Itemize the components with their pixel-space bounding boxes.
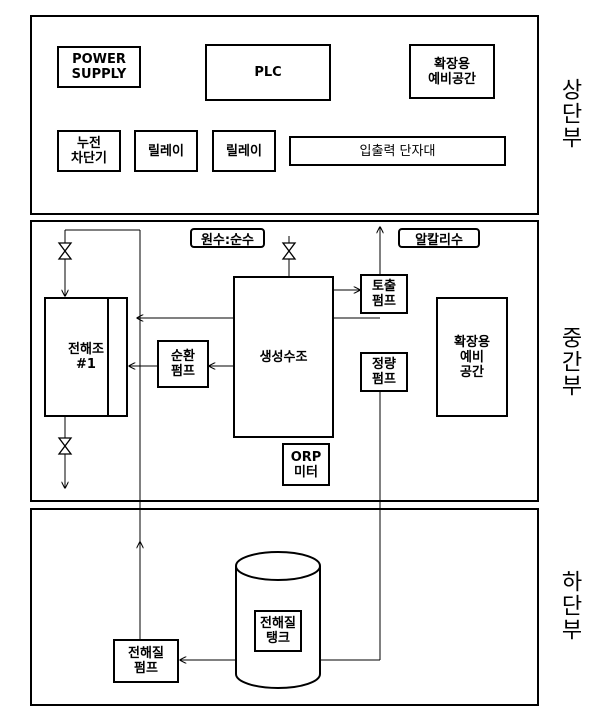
upper-section-label: 상단부 [557, 78, 582, 150]
electrolyte-tank-label-box: 전해질 탱크 [254, 610, 302, 652]
breaker-box: 누전 차단기 [57, 130, 121, 172]
circulation-pump-box: 순환 펌프 [157, 340, 209, 388]
valve-icon [281, 242, 297, 260]
plc-box: PLC [205, 44, 331, 101]
alkaline-water-label: 알칼리수 [398, 228, 480, 248]
terminal-block-box: 입출력 단자대 [289, 136, 506, 166]
electrolyzer-box: 전해조 #1 [44, 297, 128, 417]
raw-pure-water-label: 원수:순수 [190, 228, 265, 248]
lower-section-label: 하단부 [557, 570, 582, 642]
generation-tank-box: 생성수조 [233, 276, 334, 438]
electrolyte-pump-box: 전해질 펌프 [113, 639, 179, 683]
valve-icon [57, 242, 73, 260]
electrolyzer-divider [107, 299, 109, 415]
power-supply-box: POWER SUPPLY [57, 46, 141, 88]
valve-icon [57, 437, 73, 455]
middle-section-label: 중간부 [557, 326, 582, 398]
middle-expansion-box: 확장용 예비 공간 [436, 297, 508, 417]
orp-meter-box: ORP 미터 [282, 443, 330, 486]
upper-expansion-box: 확장용 예비공간 [409, 44, 495, 99]
relay-box-1: 릴레이 [134, 130, 198, 172]
discharge-pump-box: 토출 펌프 [360, 274, 408, 314]
metering-pump-box: 정량 펌프 [360, 352, 408, 392]
relay-box-2: 릴레이 [212, 130, 276, 172]
